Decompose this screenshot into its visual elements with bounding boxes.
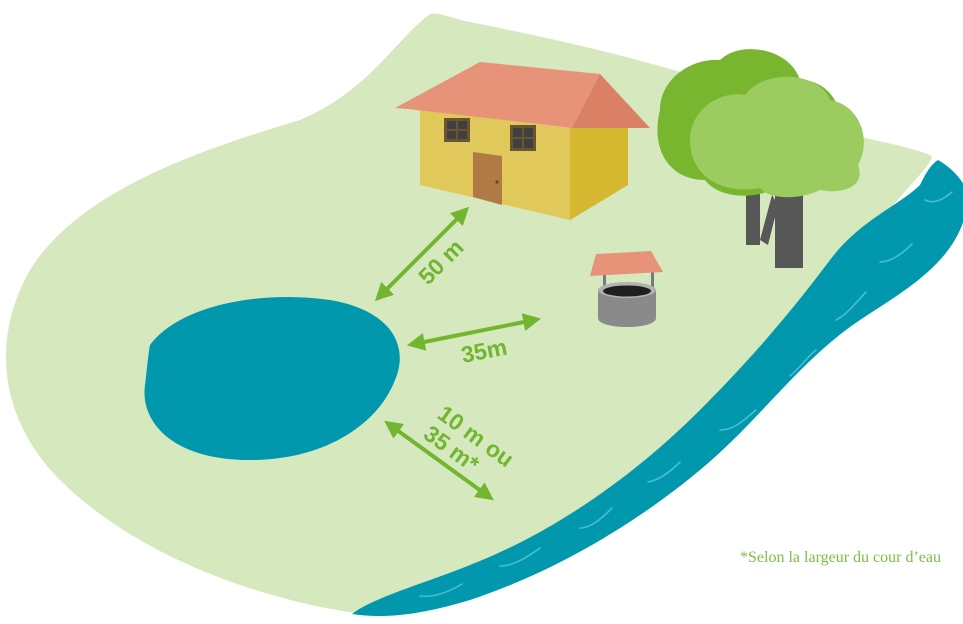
footnote: *Selon la largeur du cour d’eau (740, 549, 941, 567)
door-icon (473, 152, 502, 205)
window-icon (510, 125, 536, 151)
well-icon (590, 251, 663, 327)
window-icon (444, 118, 470, 142)
